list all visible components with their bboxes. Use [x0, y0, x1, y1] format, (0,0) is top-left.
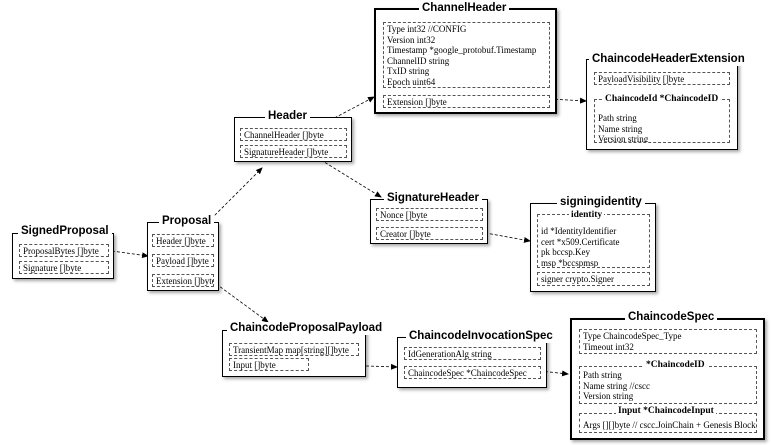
signature-header-field-label: Creator []byte	[380, 229, 431, 239]
identity-field: msp *bccspmsp	[541, 257, 599, 268]
chaincode-proposal-payload-field: TransientMap map[string][]byte	[229, 343, 359, 356]
identity-field: cert *x509.Certificate	[541, 236, 620, 247]
signature-header-title: SignatureHeader	[384, 192, 483, 205]
chaincode-id-field: Path string	[598, 113, 637, 123]
chaincode-id-group: Path string Name string Version string	[594, 99, 730, 143]
proposal-field-label: Extension []byte	[156, 276, 214, 286]
chaincode-proposal-payload-box: TransientMap map[string][]byte Input []b…	[222, 330, 366, 377]
chaincode-spec-id-field: Path string	[583, 370, 622, 380]
signature-header-box: Nonce []byte Creator []byte	[370, 199, 488, 244]
proposal-field-label: Payload []byte	[156, 256, 209, 266]
proposal-title: Proposal	[159, 215, 215, 228]
signer-label: signer crypto.Signer	[541, 274, 614, 284]
chaincode-proposal-payload-field-label: TransientMap map[string][]byte	[233, 345, 349, 355]
chaincode-proposal-payload-title: ChaincodeProposalPayload	[227, 322, 386, 335]
chaincode-invocation-spec-field-label: IdGenerationAlg string	[408, 349, 492, 359]
arrow-header-to-signatureheader	[307, 151, 382, 198]
chaincode-spec-id-group: Path string Name string //cscc Version s…	[579, 366, 757, 404]
channel-header-field: Epoch uint64	[387, 76, 436, 87]
channel-header-fields: Type int32 //CONFIG Version int32 Timest…	[383, 22, 550, 88]
chaincode-id-subtitle: ChaincodeId *ChaincodeID	[603, 94, 721, 105]
header-title: Header	[265, 110, 310, 123]
channel-header-extension-field: Extension []byte	[383, 95, 550, 108]
identity-subtitle: identity	[569, 210, 605, 221]
proposal-field-label: Header []byte	[156, 236, 206, 246]
chaincode-invocation-spec-title: ChaincodeInvocationSpec	[406, 330, 556, 343]
chaincode-id-field: Version string	[598, 134, 649, 143]
signed-proposal-box: ProposalBytes []byte Signature []byte	[12, 233, 114, 279]
channel-header-title: ChannelHeader	[419, 2, 510, 15]
signed-proposal-field: Signature []byte	[19, 261, 109, 274]
chaincode-invocation-spec-field: IdGenerationAlg string	[404, 347, 541, 360]
arrow-creator-to-signingidentity	[479, 231, 531, 243]
signed-proposal-title: SignedProposal	[18, 225, 112, 238]
chaincode-invocation-spec-field: ChaincodeSpec *ChaincodeSpec	[404, 366, 541, 379]
chaincode-invocation-spec-field-label: ChaincodeSpec *ChaincodeSpec	[408, 368, 527, 378]
signed-proposal-field: ProposalBytes []byte	[19, 244, 109, 257]
signature-header-field: Nonce []byte	[376, 208, 483, 221]
header-field-label: SignatureHeader []byte	[244, 147, 329, 157]
payload-visibility-field: PayloadVisibility []byte	[594, 72, 730, 85]
header-field: SignatureHeader []byte	[240, 145, 347, 158]
chaincode-header-extension-title: ChaincodeHeaderExtension	[589, 53, 748, 66]
proposal-box: Header []byte Payload []byte Extension […	[147, 222, 219, 291]
channel-header-extension-label: Extension []byte	[387, 97, 447, 107]
signature-header-field: Creator []byte	[376, 227, 483, 240]
identity-group: id *IdentityIdentifier cert *x509.Certif…	[537, 214, 650, 268]
arrow-signedproposal-to-proposal	[111, 250, 149, 259]
chaincode-spec-field: Timeout int32	[583, 341, 634, 352]
header-box: ChannelHeader []byte SignatureHeader []b…	[234, 117, 352, 162]
chaincode-spec-field: Type ChaincodeSpec_Type	[583, 331, 682, 341]
chaincode-input-subtitle: Input *ChaincodeInput	[616, 406, 716, 417]
signature-header-field-label: Nonce []byte	[380, 210, 428, 220]
arrow-payload-to-chaincodeproposalpayload	[199, 271, 269, 323]
proposal-field: Payload []byte	[152, 254, 214, 267]
signing-identity-box: id *IdentityIdentifier cert *x509.Certif…	[530, 203, 656, 292]
identity-field: id *IdentityIdentifier	[541, 226, 617, 236]
channel-header-field: Timestamp *google_protobuf.Timestamp	[387, 45, 537, 55]
payload-visibility-label: PayloadVisibility []byte	[598, 74, 685, 84]
identity-field: pk bccsp.Key	[541, 247, 590, 257]
proposal-field: Extension []byte	[152, 274, 214, 287]
header-field: ChannelHeader []byte	[240, 128, 347, 141]
chaincode-spec-fields: Type ChaincodeSpec_Type Timeout int32	[579, 329, 757, 354]
proposal-field: Header []byte	[152, 234, 214, 247]
chaincode-invocation-spec-box: IdGenerationAlg string ChaincodeSpec *Ch…	[397, 337, 547, 388]
signed-proposal-field-label: ProposalBytes []byte	[23, 246, 99, 256]
channel-header-box: Type int32 //CONFIG Version int32 Timest…	[374, 8, 557, 114]
chaincode-spec-box: Type ChaincodeSpec_Type Timeout int32 Pa…	[570, 318, 765, 440]
chaincode-input-field: Args [][]byte // cscc.JoinChain + Genesi…	[583, 420, 756, 430]
chaincode-spec-title: ChaincodeSpec	[625, 311, 718, 324]
header-field-label: ChannelHeader []byte	[244, 130, 324, 140]
channel-header-field: Version int32	[387, 34, 436, 45]
chaincode-spec-id-field: Name string //cscc	[583, 380, 650, 391]
chaincode-header-extension-box: PayloadVisibility []byte Path string Nam…	[586, 59, 738, 150]
channel-header-field: TxID string	[387, 66, 430, 76]
signer-field: signer crypto.Signer	[537, 272, 650, 286]
chaincode-proposal-payload-field: Input []byte	[229, 358, 309, 371]
chaincode-spec-id-field: Version string	[583, 391, 634, 401]
signed-proposal-field-label: Signature []byte	[23, 263, 82, 273]
chaincode-id-field: Name string	[598, 123, 643, 134]
channel-header-field: Type int32 //CONFIG	[387, 24, 467, 34]
signing-identity-title: signingidentity	[557, 196, 645, 209]
chaincode-proposal-payload-field-label: Input []byte	[233, 360, 276, 370]
chaincode-spec-id-subtitle: *ChaincodeID	[644, 360, 707, 371]
channel-header-field: ChannelID string	[387, 55, 450, 66]
